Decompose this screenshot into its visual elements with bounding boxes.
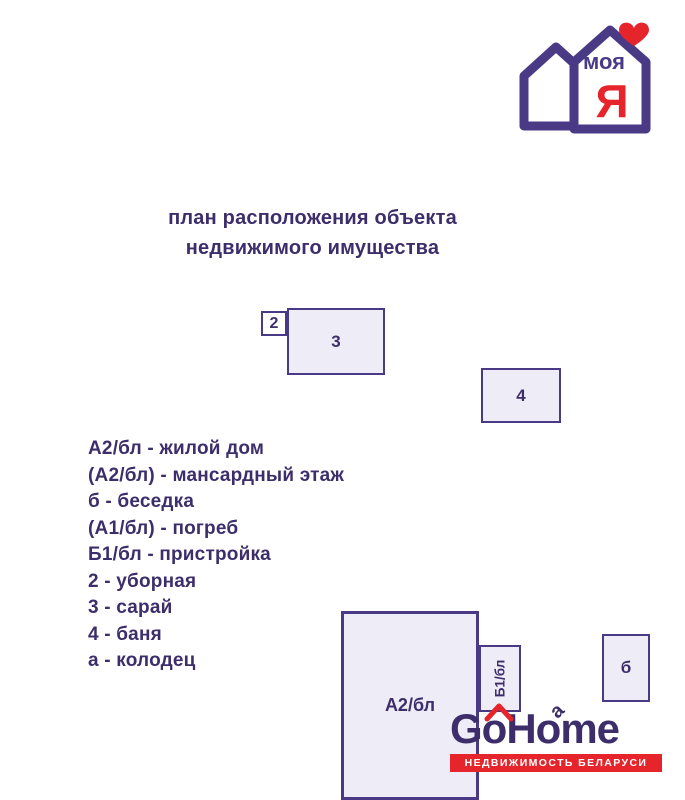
plan-box-annex-label: Б1/бл (492, 659, 508, 698)
house-icon-right (569, 25, 651, 134)
legend-item: А2/бл - жилой дом (88, 438, 265, 459)
legend-item: (А2/бл) - мансардный этаж (88, 464, 345, 486)
page-title-line2: недвижимого имущества (185, 237, 440, 259)
plan-box-outhouse: 2 (261, 311, 287, 336)
plan-box-annex: Б1/бл (479, 645, 521, 712)
brand-text-ya: Я (595, 75, 628, 127)
gohome-logo: GoHome НЕДВИЖИМОСТЬ БЕЛАРУСИ (450, 703, 662, 772)
plan-box-shed-label: 3 (331, 331, 341, 351)
legend-item: 3 - сарай (88, 597, 173, 618)
plan-box-shed: 3 (287, 308, 385, 375)
plan-box-house-label: А2/бл (384, 695, 436, 715)
plan-box-gazebo-label: б (620, 658, 632, 677)
legend-item: б - беседка (88, 491, 195, 512)
plan-box-gazebo: б (602, 634, 650, 702)
plan-box-banya-label: 4 (516, 385, 526, 405)
page-title-line1: план расположения объекта (168, 207, 457, 229)
legend-item: (А1/бл) - погреб (88, 517, 239, 539)
gohome-home: Home (506, 705, 620, 752)
gohome-wordmark: GoHome (450, 703, 662, 752)
gohome-go: Go (450, 705, 507, 752)
brand-logo: моя Я (512, 14, 662, 142)
heart-icon (619, 22, 649, 46)
page-title: план расположения объекта недвижимого им… (70, 203, 555, 263)
legend-item: а - колодец (88, 650, 196, 671)
legend-item: 4 - баня (88, 623, 162, 645)
gohome-tagline: НЕДВИЖИМОСТЬ БЕЛАРУСИ (450, 754, 662, 772)
brand-text-moya: моя (583, 49, 625, 74)
plan-box-banya: 4 (481, 368, 561, 423)
brand-logo-graphic: моя Я (519, 22, 651, 134)
legend-item: Б1/бл - пристройка (88, 544, 271, 565)
roof-icon (484, 703, 514, 722)
legend: А2/бл - жилой дом (А2/бл) - мансардный э… (88, 436, 344, 675)
legend-item: 2 - уборная (88, 570, 197, 592)
plan-box-outhouse-label: 2 (269, 314, 279, 332)
